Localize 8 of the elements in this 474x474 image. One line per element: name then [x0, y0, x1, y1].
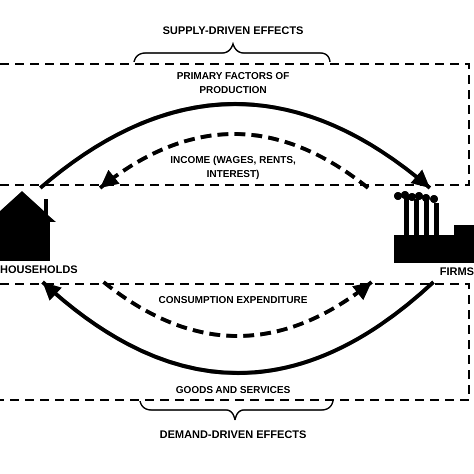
dashed-arrow: [98, 132, 370, 190]
node-label: HOUSEHOLDS: [0, 265, 78, 276]
dashed-arrow: [102, 280, 373, 338]
curved-arrow: [39, 102, 432, 190]
section-heading: SUPPLY-DRIVEN EFFECTS: [162, 26, 304, 37]
section-heading: DEMAND-DRIVEN EFFECTS: [160, 430, 306, 441]
node-label: FIRMS: [440, 267, 474, 278]
curved-arrow: [41, 280, 435, 375]
